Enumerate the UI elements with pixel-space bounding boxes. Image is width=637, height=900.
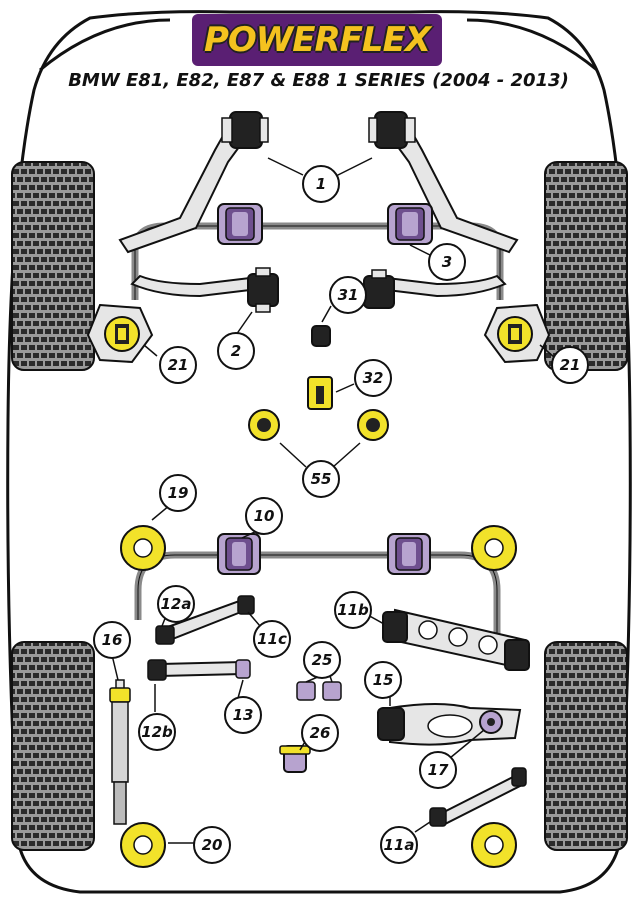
front-left-arch xyxy=(39,18,171,72)
yellow-insert-32 xyxy=(307,376,333,410)
callout-31: 31 xyxy=(329,276,367,314)
rear-right-tyre xyxy=(544,641,628,851)
rear-arb-bush-left xyxy=(217,533,261,575)
callout-2: 2 xyxy=(217,332,255,370)
front-arb-bush-left xyxy=(217,203,263,245)
front-left-arm-bush xyxy=(229,111,263,149)
spring-pad-20-right xyxy=(471,822,517,868)
callout-55: 55 xyxy=(302,460,340,498)
car-body-outline xyxy=(6,10,632,894)
callout-3: 3 xyxy=(428,243,466,281)
front-left-lower-bush xyxy=(247,273,279,307)
bush-11a-a xyxy=(429,807,447,827)
callout-10: 10 xyxy=(245,497,283,535)
callout-1: 1 xyxy=(302,165,340,203)
bush-25-left xyxy=(296,681,316,701)
front-left-tyre xyxy=(11,161,95,371)
rear-wishbone-15 xyxy=(377,703,522,746)
rear-link-12b xyxy=(159,660,243,678)
leader-lines xyxy=(111,157,555,844)
page-title: BMW E81, E82, E87 & E88 1 SERIES (2004 -… xyxy=(68,70,569,91)
bush-25-right xyxy=(322,681,342,701)
brand-logo: POWERFLEX xyxy=(192,14,442,66)
bush-12a xyxy=(155,625,175,645)
brand-logo-text: POWERFLEX xyxy=(203,20,431,60)
spring-pad-20-left xyxy=(120,822,166,868)
yellow-bush-55-right xyxy=(357,409,389,441)
bush-11a-b xyxy=(511,767,527,787)
front-right-arch xyxy=(466,18,598,72)
rear-left-tyre xyxy=(11,641,95,851)
trailing-arm-11b xyxy=(382,608,530,671)
front-left-top-mount xyxy=(86,303,154,364)
callout-32: 32 xyxy=(354,359,392,397)
front-right-arm-bush xyxy=(374,111,408,149)
callout-17: 17 xyxy=(419,751,457,789)
callout-21-right: 21 xyxy=(551,346,589,384)
front-right-lower-bush xyxy=(363,275,395,309)
callout-11a: 11a xyxy=(380,826,418,864)
callout-11c: 11c xyxy=(253,620,291,658)
callout-20: 20 xyxy=(193,826,231,864)
spring-pad-19-left xyxy=(120,525,166,571)
rear-shock-absorber xyxy=(109,679,131,825)
callout-19: 19 xyxy=(159,474,197,512)
callout-11b: 11b xyxy=(334,591,372,629)
callout-26: 26 xyxy=(301,714,339,752)
yellow-bush-55-left xyxy=(248,409,280,441)
callout-16: 16 xyxy=(93,621,131,659)
bush-26 xyxy=(279,745,311,773)
callout-12a: 12a xyxy=(157,585,195,623)
spring-pad-19-right xyxy=(471,525,517,571)
rear-arb-bush-right xyxy=(387,533,431,575)
bush-12b xyxy=(147,659,167,681)
callout-13: 13 xyxy=(224,696,262,734)
small-black-bush xyxy=(311,325,331,347)
front-right-top-mount xyxy=(483,303,551,364)
front-arb-bush-right xyxy=(387,203,433,245)
front-right-tyre xyxy=(544,161,628,371)
callout-25: 25 xyxy=(303,641,341,679)
callout-12b: 12b xyxy=(138,713,176,751)
bush-11c xyxy=(237,595,255,615)
bush-13 xyxy=(235,659,251,679)
callout-21-left: 21 xyxy=(159,346,197,384)
callout-15: 15 xyxy=(364,661,402,699)
